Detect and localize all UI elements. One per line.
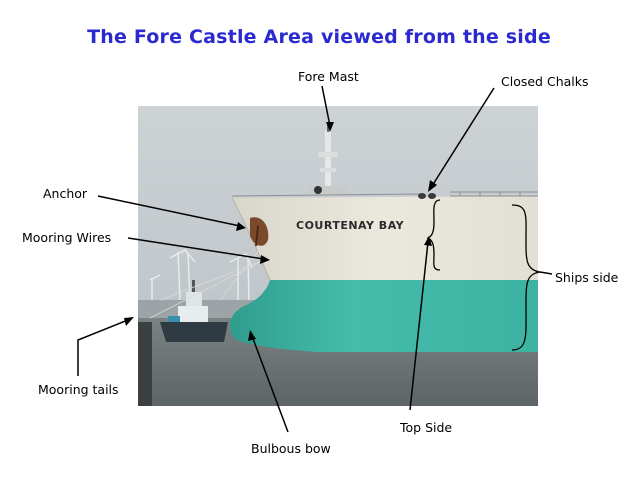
label-fore-mast: Fore Mast [298,69,359,84]
slide-title: The Fore Castle Area viewed from the sid… [87,26,551,48]
label-mooring-tails: Mooring tails [38,382,119,397]
hull-upper [232,196,538,280]
ship-name: COURTENAY BAY [296,219,405,232]
deck-railing [231,191,538,197]
anchor-pocket [250,217,269,246]
label-ships-side: Ships side [555,270,619,285]
closed-chalks [418,193,436,199]
fore-mast [310,124,346,194]
label-mooring-wires: Mooring Wires [22,230,112,245]
pier [138,322,152,406]
hull-lower [229,280,538,352]
label-bulbous-bow: Bulbous bow [251,441,331,456]
mooring-wires-lines [149,245,281,319]
photograph: COURTENAY BAY [138,106,538,406]
label-anchor: Anchor [43,186,88,201]
label-closed-chalks: Closed Chalks [501,74,589,89]
label-top-side: Top Side [400,420,453,435]
leader-lines [77,85,553,433]
tug-boat [160,280,228,342]
